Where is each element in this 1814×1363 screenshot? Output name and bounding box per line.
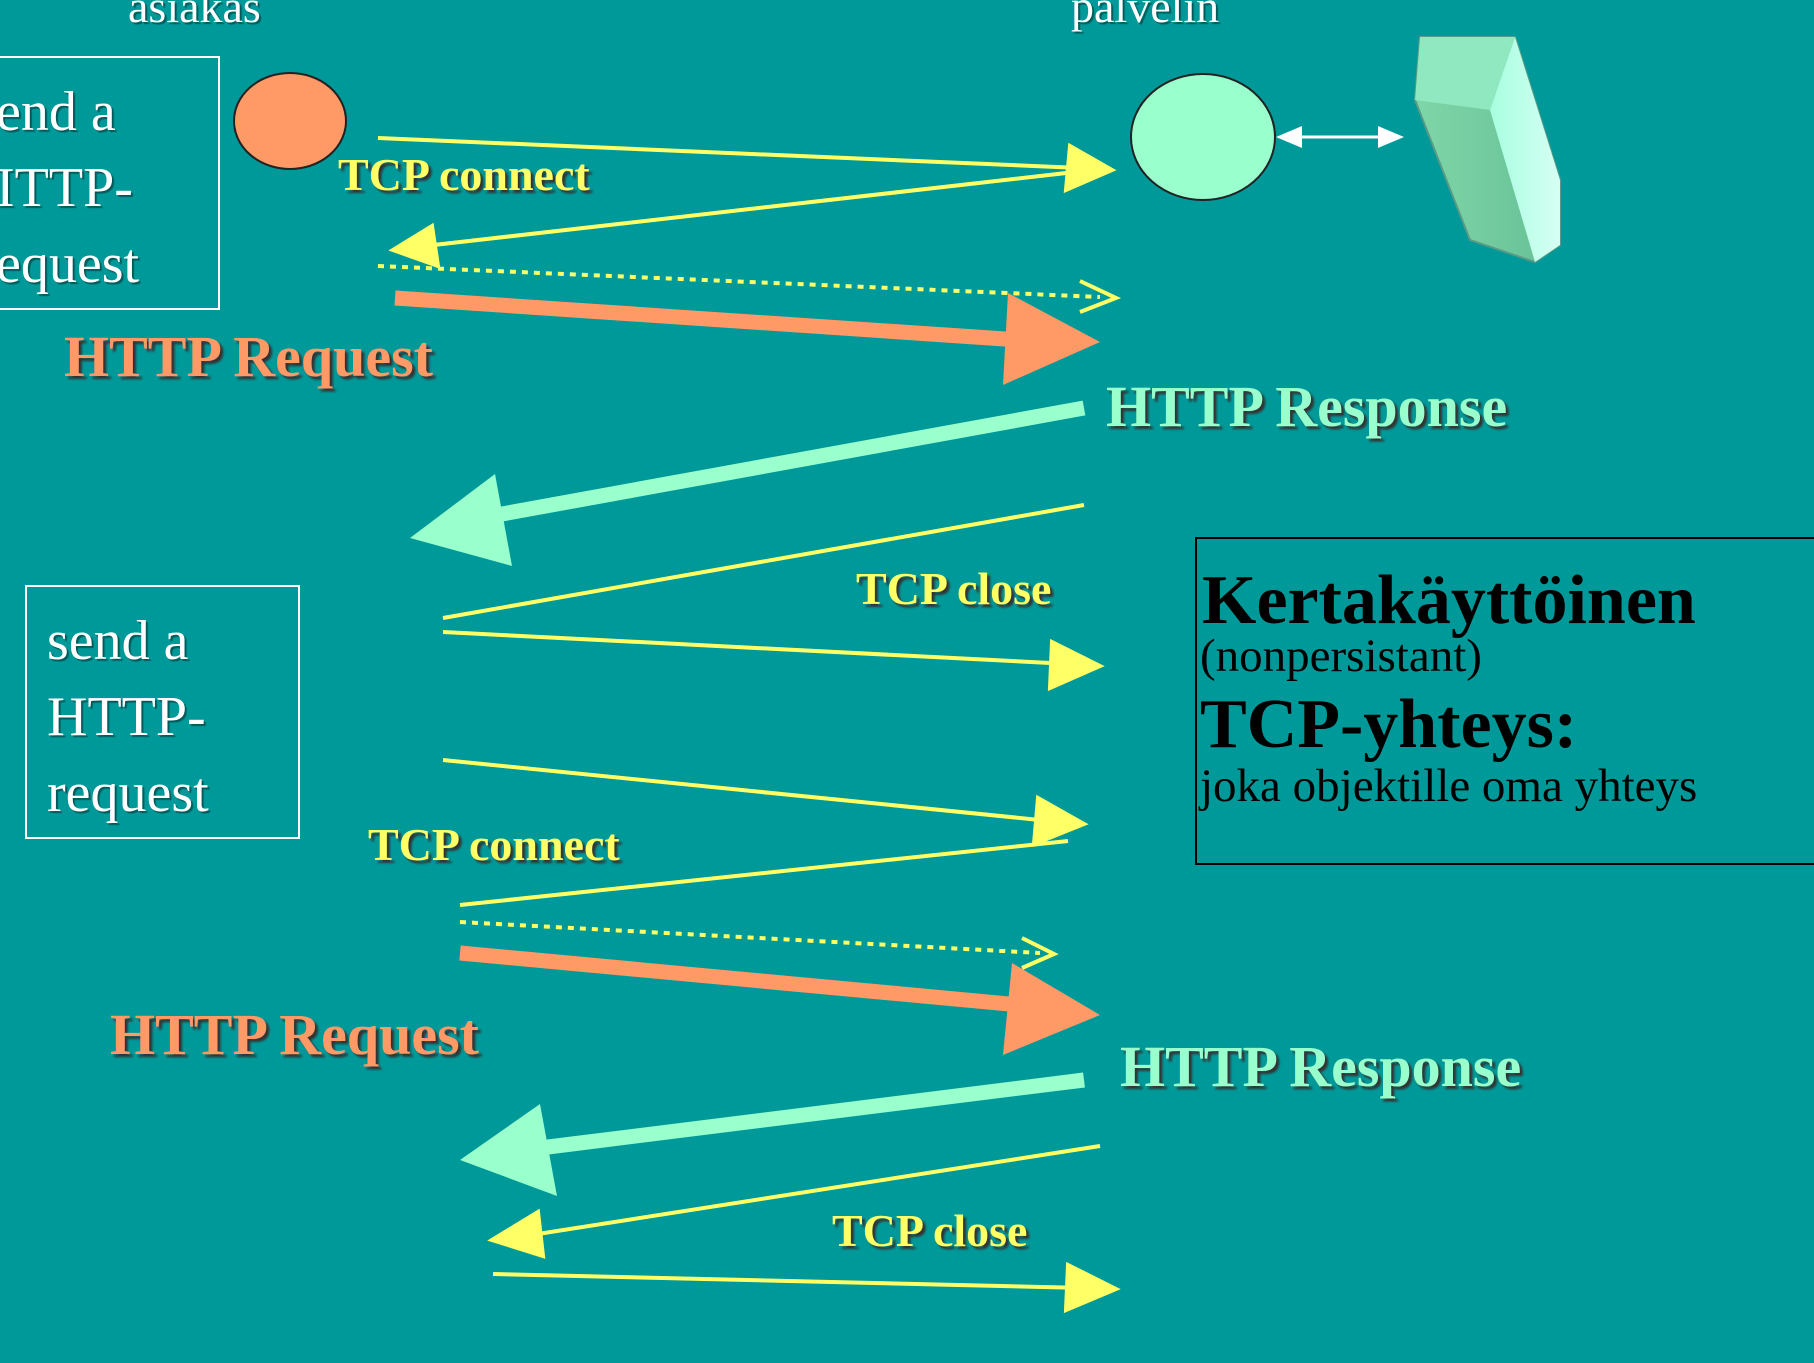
client-node-icon [233,72,347,170]
http-request-arrow-1 [394,290,1100,385]
note-2-line-3: request [47,762,209,824]
send-request-note-1 [0,56,220,310]
tcp-close-arrows-1 [442,503,1105,692]
note-1-line-3: equest [0,233,140,295]
note-2-line-1: send a [47,610,189,672]
bidirectional-arrow-icon [1276,126,1404,148]
info-subtitle: (nonpersistant) [1200,630,1482,682]
storage-block-icon [1413,36,1561,264]
http-response-label-2: HTTP Response [1120,1034,1522,1099]
tcp-close-label-2: TCP close [832,1205,1028,1256]
send-request-note-2-text: send a HTTP- request [47,603,209,831]
tcp-connect-arrows-1 [377,136,1117,270]
tcp-dotted-arrow-1 [377,264,1122,314]
tcp-connect-label-1: TCP connect [338,149,590,200]
info-title: Kertakäyttöinen [1202,562,1696,639]
http-response-arrow-2 [460,1072,1085,1196]
info-heading: TCP-yhteys: [1200,686,1578,763]
tcp-connect-label-2: TCP connect [368,819,620,870]
note-1-line-2: ITTP- [0,157,133,219]
tcp-connect-arrows-2 [442,758,1089,907]
note-1-line-1: end a [0,81,116,143]
send-request-note-2 [25,585,300,839]
tcp-dotted-arrow-2 [459,920,1059,970]
server-node-icon [1130,73,1276,201]
http-request-label-2: HTTP Request [110,1002,479,1067]
server-label: palvelin [1071,0,1220,32]
tcp-close-label-1: TCP close [856,563,1052,614]
http-request-arrow-2 [459,945,1100,1055]
http-request-label-1: HTTP Request [64,324,433,389]
tcp-close-arrows-2 [487,1144,1121,1314]
http-response-label-1: HTTP Response [1106,374,1508,439]
client-label: asiakas [128,0,261,32]
nonpersistent-info-box: Kertakäyttöinen (nonpersistant) TCP-yhte… [1195,537,1814,865]
send-request-note-1-text: end a ITTP- equest [0,74,139,302]
note-2-line-2: HTTP- [47,686,206,748]
info-description: joka objektille oma yhteys [1200,760,1698,812]
http-response-arrow-1 [410,400,1086,566]
